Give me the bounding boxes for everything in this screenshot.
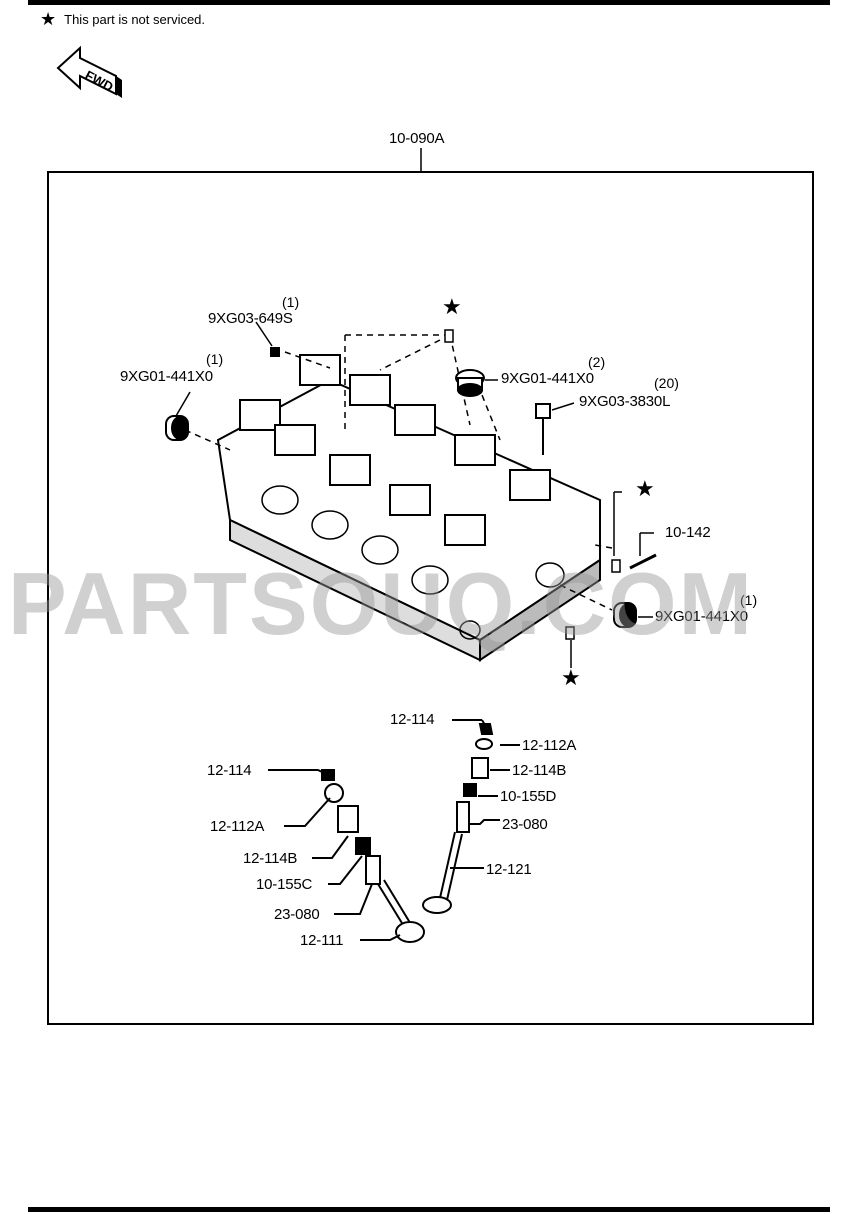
- valve-guide-right-code[interactable]: 23-080: [502, 816, 548, 833]
- seal-right-qty: (1): [740, 592, 758, 608]
- dowel-top: [444, 329, 454, 343]
- valve-retainer-right-code[interactable]: 12-112A: [522, 737, 577, 754]
- bolt-qty: (20): [654, 375, 679, 391]
- seal-left-code[interactable]: 9XG01-441X0: [120, 368, 213, 385]
- assembly-frame: [47, 171, 814, 1025]
- seal-right-part: [613, 602, 637, 628]
- bottom-rule: [28, 1207, 830, 1212]
- valve-seal-right-code[interactable]: 10-155D: [500, 788, 557, 805]
- valve-spring-right-code[interactable]: 12-114B: [512, 762, 567, 779]
- seal-top-qty: (2): [588, 354, 606, 370]
- valve-retainer-left-code[interactable]: 12-112A: [210, 818, 265, 835]
- valve-lock-left-code[interactable]: 12-114: [207, 762, 252, 779]
- legend-note: ★ This part is not serviced.: [40, 10, 205, 28]
- star-icon: ★: [635, 476, 655, 501]
- plug-code[interactable]: 9XG03-649S: [208, 310, 293, 327]
- right-valve-assembly: [422, 719, 520, 914]
- cylinder-head-illustration: [216, 354, 601, 662]
- legend-note-text: This part is not serviced.: [64, 11, 206, 27]
- bolt-code[interactable]: 9XG03-3830L: [579, 393, 671, 410]
- dowel-right: [611, 559, 621, 573]
- valve-guide-left-code[interactable]: 23-080: [274, 906, 320, 923]
- top-rule: [28, 0, 830, 5]
- bolt-part: [535, 403, 551, 455]
- seal-left-part: [165, 415, 189, 441]
- plug-qty: (1): [282, 294, 300, 310]
- seal-left-qty: (1): [206, 351, 224, 367]
- seal-top-code[interactable]: 9XG01-441X0: [501, 370, 594, 387]
- valve-left-code[interactable]: 12-111: [300, 932, 344, 949]
- watermark: PARTSOUQ.COM: [8, 554, 754, 653]
- fwd-arrow-icon: FWD: [56, 45, 122, 98]
- star-icon: ★: [561, 665, 581, 690]
- pin-part: [629, 553, 657, 570]
- star-icon: ★: [442, 294, 462, 319]
- seal-right-code[interactable]: 9XG01-441X0: [655, 608, 748, 625]
- left-valve-assembly: [268, 769, 425, 943]
- valve-right-code[interactable]: 12-121: [486, 861, 532, 878]
- star-icon: ★: [40, 9, 57, 29]
- dowel-bottom: [565, 626, 575, 640]
- assembly-label: 10-090A: [389, 130, 445, 147]
- plug-part: [270, 347, 280, 357]
- fwd-text: FWD: [83, 67, 116, 94]
- pin-code[interactable]: 10-142: [665, 524, 711, 541]
- valve-spring-left-code[interactable]: 12-114B: [243, 850, 298, 867]
- valve-lock-right-code[interactable]: 12-114: [390, 711, 435, 728]
- seal-top-part: [455, 369, 485, 397]
- valve-seal-left-code[interactable]: 10-155C: [256, 876, 313, 893]
